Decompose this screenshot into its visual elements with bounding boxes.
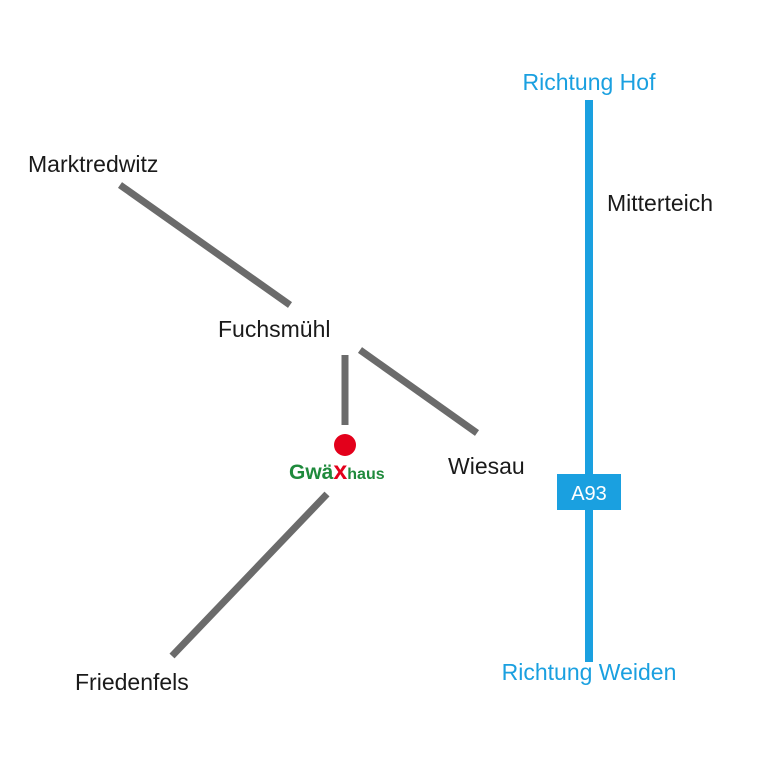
highway-north-label: Richtung Hof bbox=[523, 69, 657, 95]
highway-shield-number: A93 bbox=[571, 483, 607, 505]
place-label-friedenfels: Friedenfels bbox=[75, 669, 189, 695]
highway-south-label: Richtung Weiden bbox=[502, 659, 677, 685]
logo-part-3: haus bbox=[347, 466, 384, 483]
place-label-fuchsmuehl: Fuchsmühl bbox=[218, 316, 330, 342]
place-label-wiesau: Wiesau bbox=[448, 453, 525, 479]
logo-part-2: x bbox=[333, 457, 347, 485]
road-marktredwitz-fuchsmuehl bbox=[117, 182, 293, 308]
road-fuchsmuehl-wiesau bbox=[357, 347, 480, 436]
place-label-marktredwitz: Marktredwitz bbox=[28, 151, 158, 177]
place-label-mitterteich: Mitterteich bbox=[607, 190, 713, 216]
road-gwaexhaus-friedenfels bbox=[169, 491, 330, 659]
logo-part-1: Gwä bbox=[289, 461, 334, 484]
highway-shield bbox=[557, 474, 621, 510]
location-dot-icon bbox=[334, 434, 356, 456]
gwaexhaus-logo: Gwäxhaus bbox=[289, 457, 385, 485]
